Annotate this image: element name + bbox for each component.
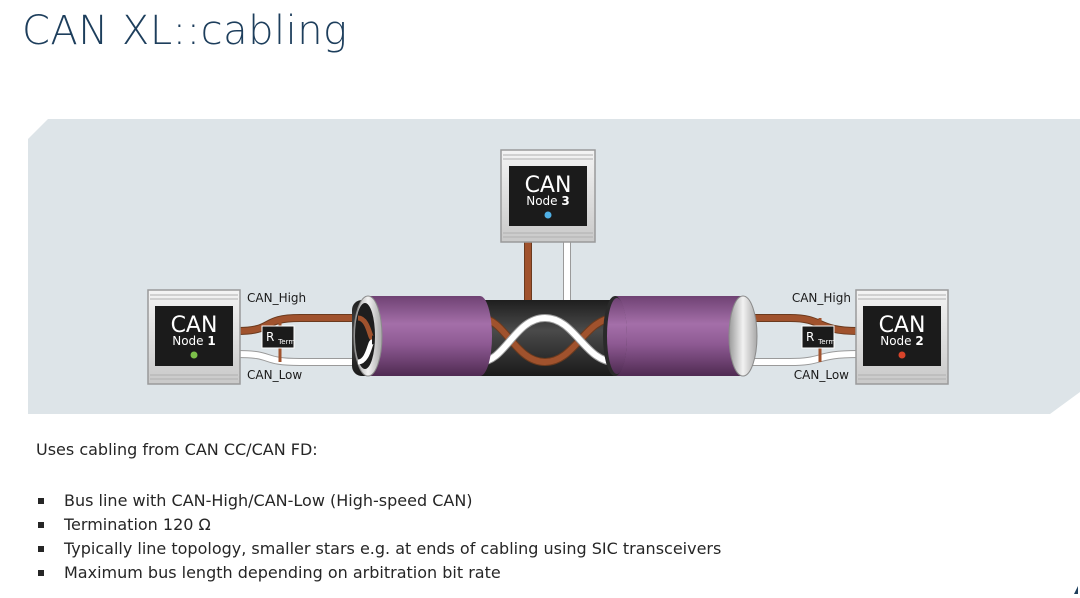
- intro-text: Uses cabling from CAN CC/CAN FD:: [36, 440, 318, 459]
- twisted-pair: [479, 313, 616, 367]
- right-can-low-label: CAN_Low: [794, 368, 849, 382]
- node-3-number: 3: [561, 194, 569, 208]
- node-3-label: CAN: [525, 173, 572, 198]
- rterm-right-subscript: Term: [817, 338, 835, 346]
- node-1-led: [190, 351, 198, 359]
- slide-title: CAN XL::cabling: [22, 8, 348, 54]
- rterm-left-symbol: R: [266, 330, 274, 344]
- svg-text:R Term: R Term: [806, 330, 835, 346]
- node-2-label: CAN: [879, 313, 926, 338]
- bullet-item: Maximum bus length depending on arbitrat…: [36, 561, 721, 585]
- node-1-label: CAN: [171, 313, 218, 338]
- left-can-low-label: CAN_Low: [247, 368, 302, 382]
- bullet-item: Typically line topology, smaller stars e…: [36, 537, 721, 561]
- node-1-sublabel: Node: [172, 334, 203, 348]
- svg-text:R Term: R Term: [266, 330, 295, 346]
- node-3-sublabel: Node: [526, 194, 557, 208]
- node-2-number: 2: [915, 334, 923, 348]
- corner-marker: [1074, 586, 1078, 594]
- rterm-right-symbol: R: [806, 330, 814, 344]
- svg-text:Node 3: Node 3: [526, 194, 570, 208]
- bullet-list: Bus line with CAN-High/CAN-Low (High-spe…: [36, 489, 721, 585]
- termination-resistor-left: R Term: [261, 318, 295, 362]
- node-2: CAN Node 2: [855, 289, 949, 385]
- node-3-led: [544, 211, 552, 219]
- node-1-number: 1: [207, 334, 215, 348]
- node-3: CAN Node 3: [500, 149, 596, 243]
- right-can-high-label: CAN_High: [792, 291, 851, 305]
- node-2-led: [898, 351, 906, 359]
- node-1: CAN Node 1: [147, 289, 241, 385]
- bullet-item: Termination 120 Ω: [36, 513, 721, 537]
- content-section: Uses cabling from CAN CC/CAN FD: Bus lin…: [36, 440, 721, 585]
- left-wires: [237, 314, 355, 366]
- termination-resistor-right: R Term: [801, 318, 835, 362]
- cable-sheath-left: [353, 295, 492, 377]
- svg-text:Node 1: Node 1: [172, 334, 216, 348]
- left-can-high-label: CAN_High: [247, 291, 306, 305]
- svg-text:Node 2: Node 2: [880, 334, 924, 348]
- cable-sheath-right: [603, 295, 758, 377]
- rterm-left-subscript: Term: [277, 338, 295, 346]
- bullet-item: Bus line with CAN-High/CAN-Low (High-spe…: [36, 489, 721, 513]
- node-2-sublabel: Node: [880, 334, 911, 348]
